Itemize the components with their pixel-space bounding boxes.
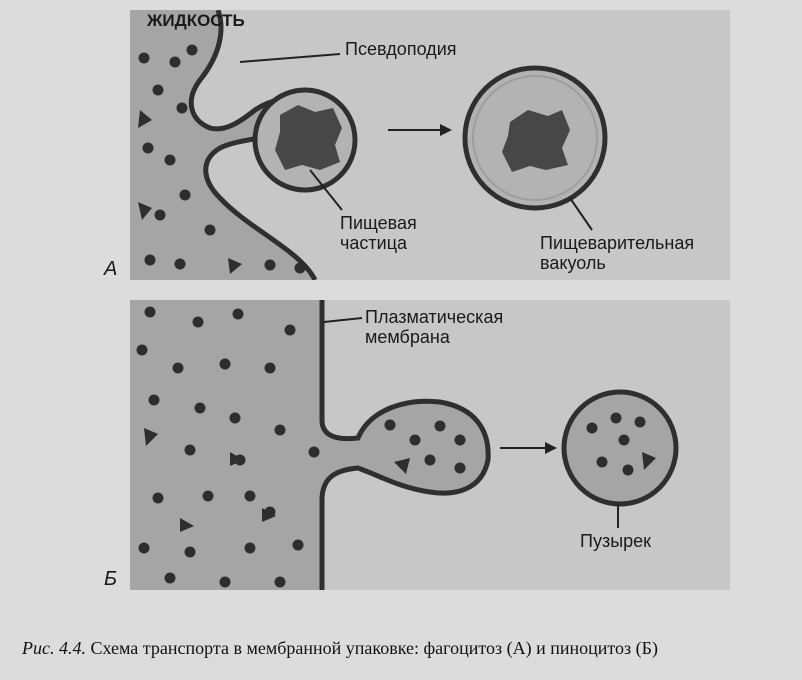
food-particle xyxy=(275,105,342,170)
membrane-label: Плазматическая мембрана xyxy=(365,307,504,347)
arrow-a-head xyxy=(440,124,452,136)
particle-leader xyxy=(309,169,343,211)
figure-caption: Рис. 4.4. Схема транспорта в мембранной … xyxy=(22,638,792,659)
vacuole-label: Пищеварительная вакуоль xyxy=(540,233,695,273)
figure-number: Рис. 4.4. xyxy=(22,638,86,658)
digested-particle xyxy=(502,110,570,172)
fluid-triangle xyxy=(138,202,152,220)
fluid-particles-b xyxy=(136,306,656,588)
pinocytosis-diagram xyxy=(130,300,730,590)
digestive-vacuole-inner xyxy=(472,75,598,201)
fluid-triangle xyxy=(262,508,276,522)
pseudopod-leader xyxy=(239,53,341,63)
fluid-label: ЖИДКОСТЬ xyxy=(147,11,245,30)
fluid-triangle xyxy=(228,258,242,274)
fluid-triangle xyxy=(230,452,244,466)
membrane-leader xyxy=(323,317,363,323)
fluid-triangle xyxy=(180,518,194,532)
vacuole-leader xyxy=(569,197,593,231)
figure-caption-text: Схема транспорта в мембранной упаковке: … xyxy=(85,638,658,658)
plasma-membrane-a xyxy=(188,10,302,132)
fluid-particles-a xyxy=(138,44,306,274)
fluid-triangle xyxy=(138,110,152,128)
phagocytosis-diagram xyxy=(130,10,730,280)
vesicle-triangle xyxy=(642,452,656,470)
fluid-region-b xyxy=(130,300,489,590)
fluid-triangle xyxy=(394,458,410,474)
vesicle xyxy=(561,389,679,507)
plasma-membrane-b xyxy=(319,300,491,590)
arrow-b-head xyxy=(545,442,557,454)
panel-a-letter: А xyxy=(104,258,118,280)
fluid-triangle xyxy=(144,428,158,446)
vesicle-label: Пузырек xyxy=(580,531,652,551)
pseudopod-label: Псевдоподия xyxy=(345,39,457,59)
particle-label: Пищевая частица xyxy=(340,213,417,253)
panel-b-letter: Б xyxy=(104,568,118,590)
